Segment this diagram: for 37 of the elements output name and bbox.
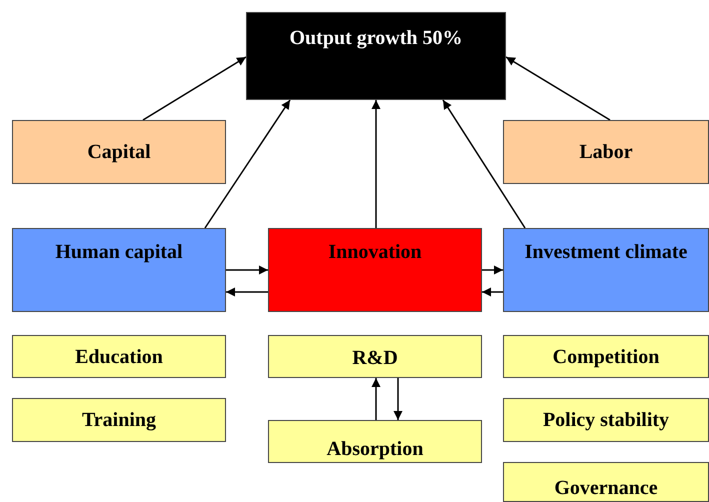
box-label: Innovation bbox=[327, 240, 423, 265]
box-label: Labor bbox=[578, 140, 634, 165]
arrow bbox=[204, 100, 291, 228]
box-label: Capital bbox=[86, 140, 152, 165]
component-box bbox=[12, 398, 226, 442]
box-label: Human capital bbox=[54, 240, 184, 265]
component-box bbox=[503, 462, 709, 502]
driver-box bbox=[12, 228, 226, 312]
box-label: Policy stability bbox=[542, 408, 670, 433]
box-label: Education bbox=[74, 344, 164, 370]
box-label: Absorption bbox=[326, 437, 424, 462]
factor-box bbox=[503, 120, 709, 184]
box-label: R&D bbox=[351, 346, 399, 371]
arrow bbox=[482, 288, 503, 296]
output-box bbox=[246, 12, 506, 100]
arrow bbox=[394, 378, 402, 420]
arrow bbox=[482, 266, 503, 274]
box-label: Training bbox=[80, 408, 158, 433]
box-label: Investment climate bbox=[524, 240, 688, 265]
driver-box bbox=[268, 228, 482, 312]
factor-box bbox=[12, 120, 226, 184]
arrow bbox=[372, 378, 380, 420]
component-box bbox=[268, 335, 482, 378]
box-label: Competition bbox=[552, 344, 660, 370]
arrow bbox=[226, 288, 268, 296]
box-label: Governance bbox=[553, 476, 659, 501]
component-box bbox=[503, 398, 709, 442]
arrow bbox=[506, 56, 610, 121]
arrow bbox=[142, 56, 246, 121]
arrow bbox=[226, 266, 268, 274]
arrow bbox=[372, 100, 380, 228]
driver-box bbox=[503, 228, 709, 312]
component-box bbox=[503, 335, 709, 378]
component-box bbox=[12, 335, 226, 378]
arrow bbox=[442, 100, 526, 228]
box-label: Output growth 50% bbox=[288, 26, 464, 51]
component-box bbox=[268, 420, 482, 463]
